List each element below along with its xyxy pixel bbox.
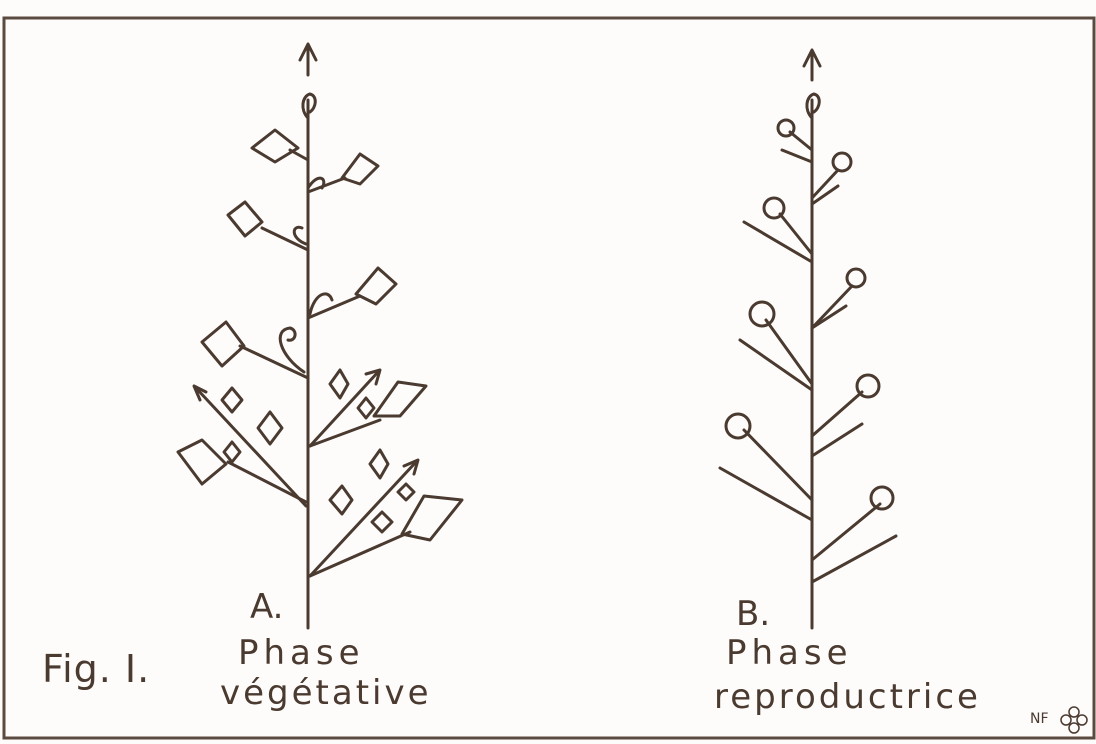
- leaf-petiole: [262, 228, 308, 250]
- growth-arrow-icon: [300, 44, 316, 75]
- leaf-icon: [370, 450, 388, 478]
- flower-pedicel: [744, 430, 812, 500]
- flower-icon: [871, 487, 893, 509]
- flower-signature-icon: [1061, 707, 1087, 733]
- leaf-icon: [228, 202, 262, 236]
- panel-a-title-line2: végétative: [220, 676, 432, 710]
- flower-pedicel: [780, 214, 812, 254]
- lateral-branch: [196, 388, 306, 506]
- flower-icon: [778, 120, 794, 136]
- leaf-icon: [342, 154, 378, 184]
- panel-a-title-line1: Phase: [238, 636, 365, 670]
- panel-a-letter: A.: [250, 590, 283, 624]
- leaf-petiole: [228, 462, 306, 502]
- leaf-icon: [402, 496, 462, 540]
- leaf-icon: [224, 442, 240, 462]
- leaf-petiole: [240, 346, 308, 378]
- flower-icon: [833, 153, 851, 171]
- leaf-icon: [330, 486, 352, 514]
- axillary-bud-icon: [294, 227, 306, 244]
- panel-b-title-line2: reproductrice: [714, 680, 981, 714]
- lateral-branch: [310, 462, 416, 576]
- panel-b-letter: B.: [736, 597, 770, 631]
- bract-icon: [720, 468, 812, 520]
- flower-icon: [764, 198, 784, 218]
- flower-icon: [726, 414, 750, 438]
- flower-icon: [750, 302, 774, 326]
- leaf-icon: [258, 412, 282, 444]
- leaf-icon: [202, 322, 244, 366]
- growth-arrow-icon: [804, 50, 820, 80]
- flower-pedicel: [790, 132, 812, 150]
- axillary-bud-icon: [308, 178, 324, 188]
- leaf-icon: [398, 484, 414, 500]
- figure-frame: [4, 18, 1094, 738]
- panel-b-title-line1: Phase: [726, 636, 853, 670]
- leaf-icon: [330, 370, 348, 398]
- leaf-icon: [358, 398, 374, 418]
- leaf-petiole: [310, 532, 410, 576]
- leaf-icon: [222, 388, 242, 412]
- leaf-icon: [372, 512, 392, 532]
- panel-b-plant: [720, 50, 896, 628]
- flower-icon: [847, 269, 865, 287]
- author-initials: NF: [1030, 712, 1049, 726]
- figure-caption: Fig. I.: [42, 650, 150, 688]
- leaf-icon: [178, 440, 226, 484]
- leaf-icon: [374, 382, 426, 416]
- leaf-icon: [252, 130, 298, 162]
- leaf-icon: [356, 268, 396, 304]
- bract-icon: [812, 536, 896, 582]
- bract-icon: [782, 150, 812, 162]
- panel-a-plant: [178, 44, 462, 628]
- bract-icon: [740, 340, 812, 390]
- flower-icon: [857, 375, 879, 397]
